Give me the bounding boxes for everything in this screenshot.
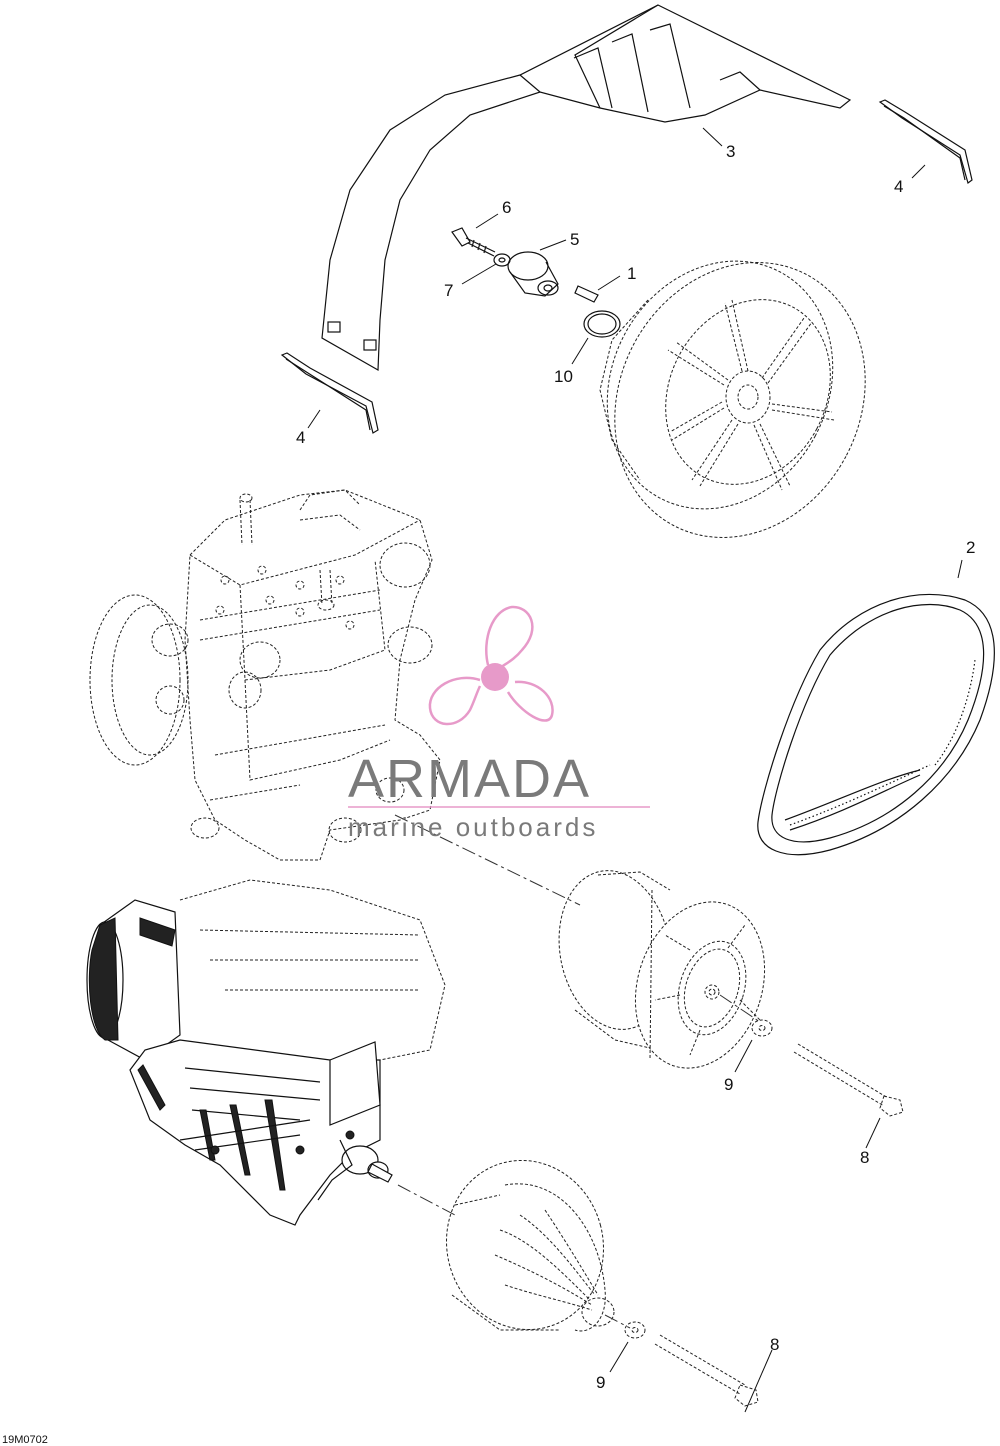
- callout-8-upper: 8: [860, 1148, 869, 1167]
- callout-2: 2: [966, 538, 975, 557]
- watermark-title: ARMADA: [348, 749, 591, 809]
- engine-twin-cylinder: [89, 489, 441, 861]
- bolt-8-lower: [654, 1334, 759, 1407]
- callout-10: 10: [554, 367, 573, 386]
- drive-pulley: [558, 870, 766, 1069]
- centerline-lower-bolt: [604, 1314, 631, 1329]
- engine-three-cylinder: [86, 879, 446, 1226]
- propeller-hub: [481, 663, 509, 691]
- circlip-10: [583, 310, 621, 338]
- belt-guard: [321, 4, 852, 372]
- edge-trim-lower: [280, 352, 379, 434]
- drive-belt: [757, 593, 995, 856]
- centerline-middle-bolt: [719, 994, 761, 1023]
- callout-9-upper: 9: [724, 1075, 733, 1094]
- washer-9-lower: [624, 1321, 646, 1339]
- callout-7: 7: [444, 281, 453, 300]
- centerline-lower: [397, 1184, 456, 1216]
- bolt-8-upper: [793, 1043, 904, 1117]
- washer-9-upper: [751, 1019, 773, 1037]
- callout-4-upper: 4: [894, 177, 903, 196]
- propeller-blade-left: [428, 676, 482, 726]
- watermark-subtitle: marine outboards: [348, 812, 598, 842]
- propeller-blade-top: [485, 605, 534, 669]
- callout-5: 5: [570, 230, 579, 249]
- callout-9-lower: 9: [596, 1373, 605, 1392]
- spacer-5: [507, 251, 559, 297]
- key-1: [574, 285, 599, 303]
- callout-4-lower: 4: [296, 428, 305, 447]
- propeller-icon: [428, 605, 554, 726]
- callout-3: 3: [726, 142, 735, 161]
- leader-lines: [307, 127, 963, 1413]
- figure-code: 19M0702: [2, 1434, 48, 1446]
- screw-6: [451, 227, 496, 257]
- lower-drive-pulley: [446, 1159, 615, 1332]
- propeller-blade-right: [506, 680, 554, 722]
- driven-pulley: [599, 260, 866, 538]
- callout-1: 1: [627, 264, 636, 283]
- centerline-upper: [394, 814, 581, 906]
- watermark-logo: ARMADA marine outboards: [348, 605, 650, 842]
- callout-8-lower: 8: [770, 1335, 779, 1354]
- callout-6: 6: [502, 198, 511, 217]
- edge-trim-upper: [878, 99, 973, 185]
